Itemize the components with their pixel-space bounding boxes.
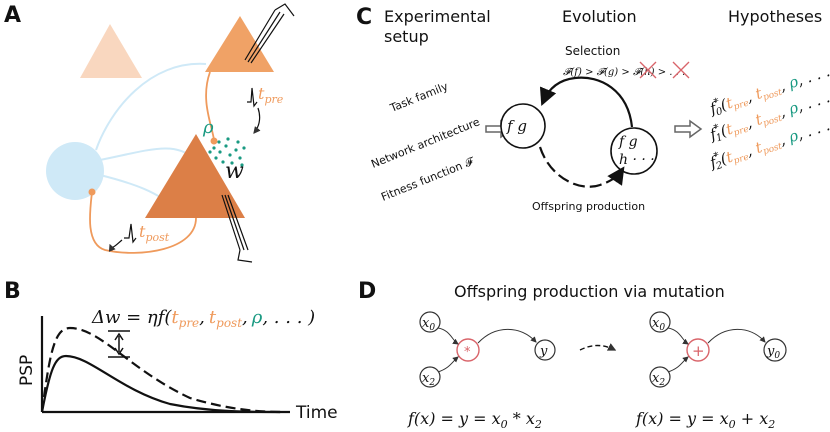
d-right-op-node [686, 338, 710, 362]
mutation-arrow-icon [579, 343, 617, 351]
svg-text:+: + [692, 342, 705, 360]
d-right-graph: x0 x2 + y0 [649, 311, 787, 388]
pre-axon [205, 71, 215, 141]
presynaptic-neuron [205, 16, 274, 72]
d-left-graph: x0 x2 * y [419, 311, 556, 388]
d-title: Offspring production via mutation [454, 282, 725, 301]
pre-synapse [210, 137, 218, 145]
spike-post-icon [124, 223, 137, 244]
panel-d-letter: D [358, 279, 376, 304]
neuromodulator-dots [208, 137, 246, 167]
d-left-in-0 [419, 311, 441, 333]
panel-a-letter: A [4, 3, 21, 28]
offspring-arc-icon [538, 146, 625, 188]
selection-arc-icon [539, 76, 634, 128]
psp-curve-before [40, 354, 281, 414]
offspring-label: Offspring production [532, 200, 645, 213]
node2-line2: h · · · [619, 152, 655, 168]
panel-c-letter: C [356, 5, 372, 30]
arrow-post-icon [108, 239, 123, 252]
faded-pyramidal-neuron [80, 24, 142, 78]
psp-curve-after [40, 326, 286, 414]
delta-bracket-icon [108, 330, 130, 358]
svg-text:x0: x0 [652, 316, 665, 333]
svg-text:*: * [464, 345, 471, 360]
svg-text:y0: y0 [766, 344, 780, 361]
d-left-out [534, 339, 556, 361]
d-left-in-2 [419, 366, 441, 388]
w-label: w [225, 159, 244, 184]
c-col3-title: Hypotheses [728, 7, 822, 26]
population-node-1 [500, 103, 546, 149]
t-pre-label: tpre [258, 84, 284, 106]
selection-label: Selection [565, 44, 620, 58]
d-left-op-node [456, 338, 480, 362]
b-equation: Δw = ηf(tpre,tpost,ρ, . . . ) [91, 307, 315, 330]
node1-text: f g [506, 117, 527, 135]
svg-text:x2: x2 [652, 371, 665, 388]
c-col1-title-2: setup [384, 27, 429, 46]
selection-strike-icon [639, 61, 690, 79]
setup-item-task: Task family [387, 80, 450, 116]
d-right-out [763, 338, 787, 362]
c-col2-title: Evolution [562, 7, 637, 26]
b-x-label: Time [295, 403, 338, 423]
electrode-top-icon [244, 3, 295, 64]
rho-label: ρ [202, 117, 214, 138]
svg-text:x0: x0 [422, 316, 435, 333]
t-post-label: tpost [139, 222, 170, 244]
d-right-in-0 [649, 311, 671, 333]
selection-formula: 𝓕(f) > 𝓕(g) > 𝓕(h) > . . . [563, 67, 685, 78]
population-node-2 [610, 127, 658, 175]
panel-b-letter: B [4, 279, 21, 304]
d-right-in-2 [649, 366, 671, 388]
node2-line1: f g [618, 134, 638, 150]
post-synapse [88, 188, 96, 196]
svg-text:y: y [539, 344, 548, 359]
d-right-formula: f(x) = y = x0 + x2 [635, 409, 775, 431]
interneuron [46, 142, 104, 200]
b-y-label: PSP [17, 355, 37, 386]
svg-text:x2: x2 [422, 371, 435, 388]
d-left-formula: f(x) = y = x0 * x2 [407, 409, 542, 431]
spike-pre-icon [247, 87, 258, 108]
evolution-to-hypotheses-arrow-icon [674, 119, 703, 139]
arrow-pre-icon [253, 107, 261, 134]
c-col1-title-1: Experimental [384, 7, 491, 26]
postsynaptic-neuron [145, 134, 245, 218]
electrode-bottom-icon [221, 194, 253, 263]
